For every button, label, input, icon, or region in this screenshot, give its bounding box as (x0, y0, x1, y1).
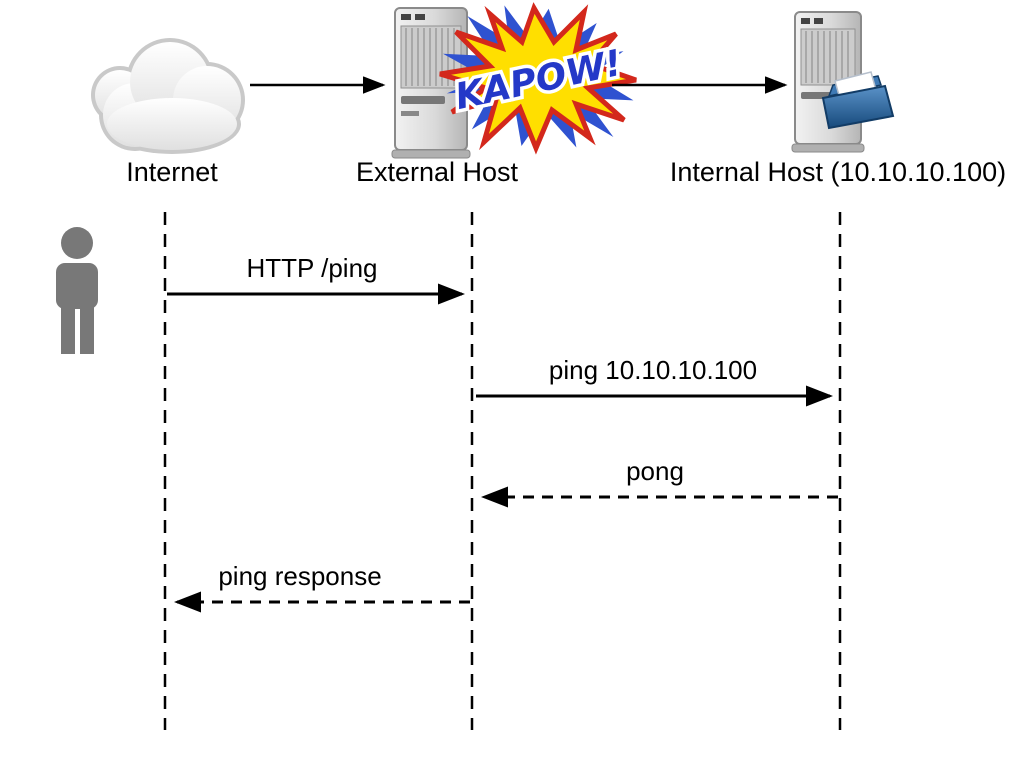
message-label-ping-response: ping response (218, 561, 382, 591)
internal-host-server-icon (791, 11, 895, 153)
message-label-pong: pong (626, 456, 684, 486)
actor-label-external-host: External Host (355, 157, 519, 187)
person-icon (56, 227, 98, 354)
cloud-icon (91, 38, 245, 154)
kapow-burst-icon: KAPOW! (439, 2, 637, 155)
kapow-burst-star (439, 2, 637, 155)
actor-label-internal-host: Internal Host (10.10.10.100) (669, 157, 1007, 187)
message-label-ping-internal: ping 10.10.10.100 (548, 355, 758, 385)
actor-label-internet: Internet (126, 157, 218, 187)
message-label-http-ping: HTTP /ping (246, 253, 378, 283)
folder-files-icon (821, 71, 895, 130)
